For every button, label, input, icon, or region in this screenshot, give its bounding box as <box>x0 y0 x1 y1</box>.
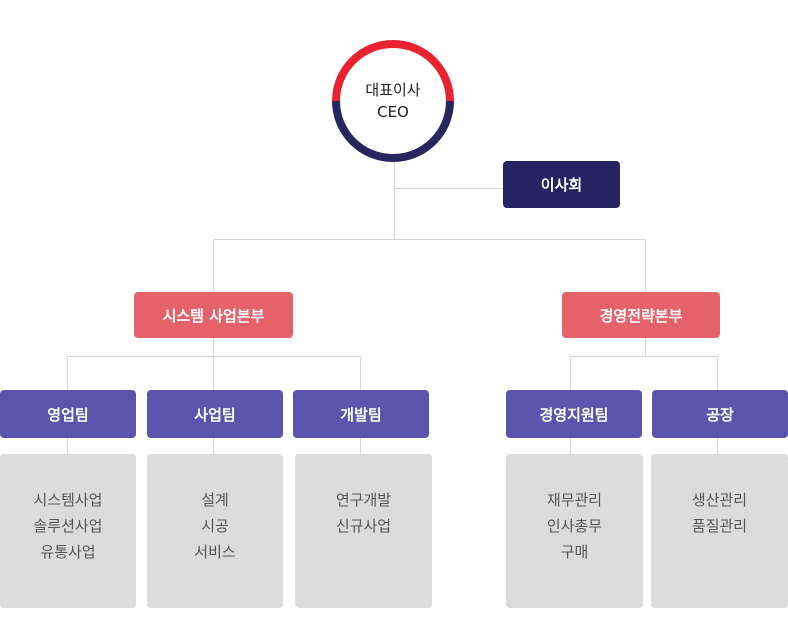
detail-item: 유통사업 <box>40 543 96 561</box>
detail-item: 재무관리 <box>546 491 603 509</box>
team-sales: 영업팀 <box>0 390 136 438</box>
detail-box-business: 설계 시공 서비스 <box>147 454 283 608</box>
detail-box-development: 연구개발 신규사업 <box>295 454 432 608</box>
detail-item: 품질관리 <box>691 517 748 535</box>
detail-box-management-support: 재무관리 인사총무 구매 <box>506 454 643 608</box>
team-management-support: 경영지원팀 <box>506 390 642 438</box>
board-label: 이사회 <box>540 176 583 194</box>
detail-item: 솔루션사업 <box>33 517 103 535</box>
team-factory: 공장 <box>652 390 788 438</box>
ceo-title: 대표이사 <box>365 81 421 99</box>
detail-box-sales: 시스템사업 솔루션사업 유통사업 <box>0 454 136 608</box>
division-system-business: 시스템 사업본부 <box>134 292 293 338</box>
team-label: 개발팀 <box>340 405 382 424</box>
team-label: 사업팀 <box>194 405 236 424</box>
division-label: 시스템 사업본부 <box>162 306 265 325</box>
team-label: 경영지원팀 <box>539 405 609 424</box>
board-node: 이사회 <box>503 161 620 208</box>
detail-item: 설계 <box>201 491 229 509</box>
detail-item: 인사총무 <box>546 517 603 535</box>
team-business: 사업팀 <box>147 390 283 438</box>
ceo-node: 대표이사 CEO <box>332 40 454 162</box>
team-label: 공장 <box>706 405 734 424</box>
ceo-subtitle: CEO <box>377 103 409 121</box>
detail-item: 연구개발 <box>335 491 392 509</box>
division-management-strategy: 경영전략본부 <box>562 292 720 338</box>
team-label: 영업팀 <box>47 405 89 424</box>
detail-item: 신규사업 <box>335 517 392 535</box>
detail-box-factory: 생산관리 품질관리 <box>651 454 788 608</box>
detail-item: 시공 <box>201 517 229 535</box>
detail-item: 서비스 <box>194 543 236 561</box>
division-label: 경영전략본부 <box>599 306 683 325</box>
ceo-node-inner: 대표이사 CEO <box>340 48 446 154</box>
detail-item: 시스템사업 <box>33 491 103 509</box>
detail-item: 생산관리 <box>691 491 748 509</box>
team-development: 개발팀 <box>293 390 429 438</box>
detail-item: 구매 <box>560 543 589 561</box>
